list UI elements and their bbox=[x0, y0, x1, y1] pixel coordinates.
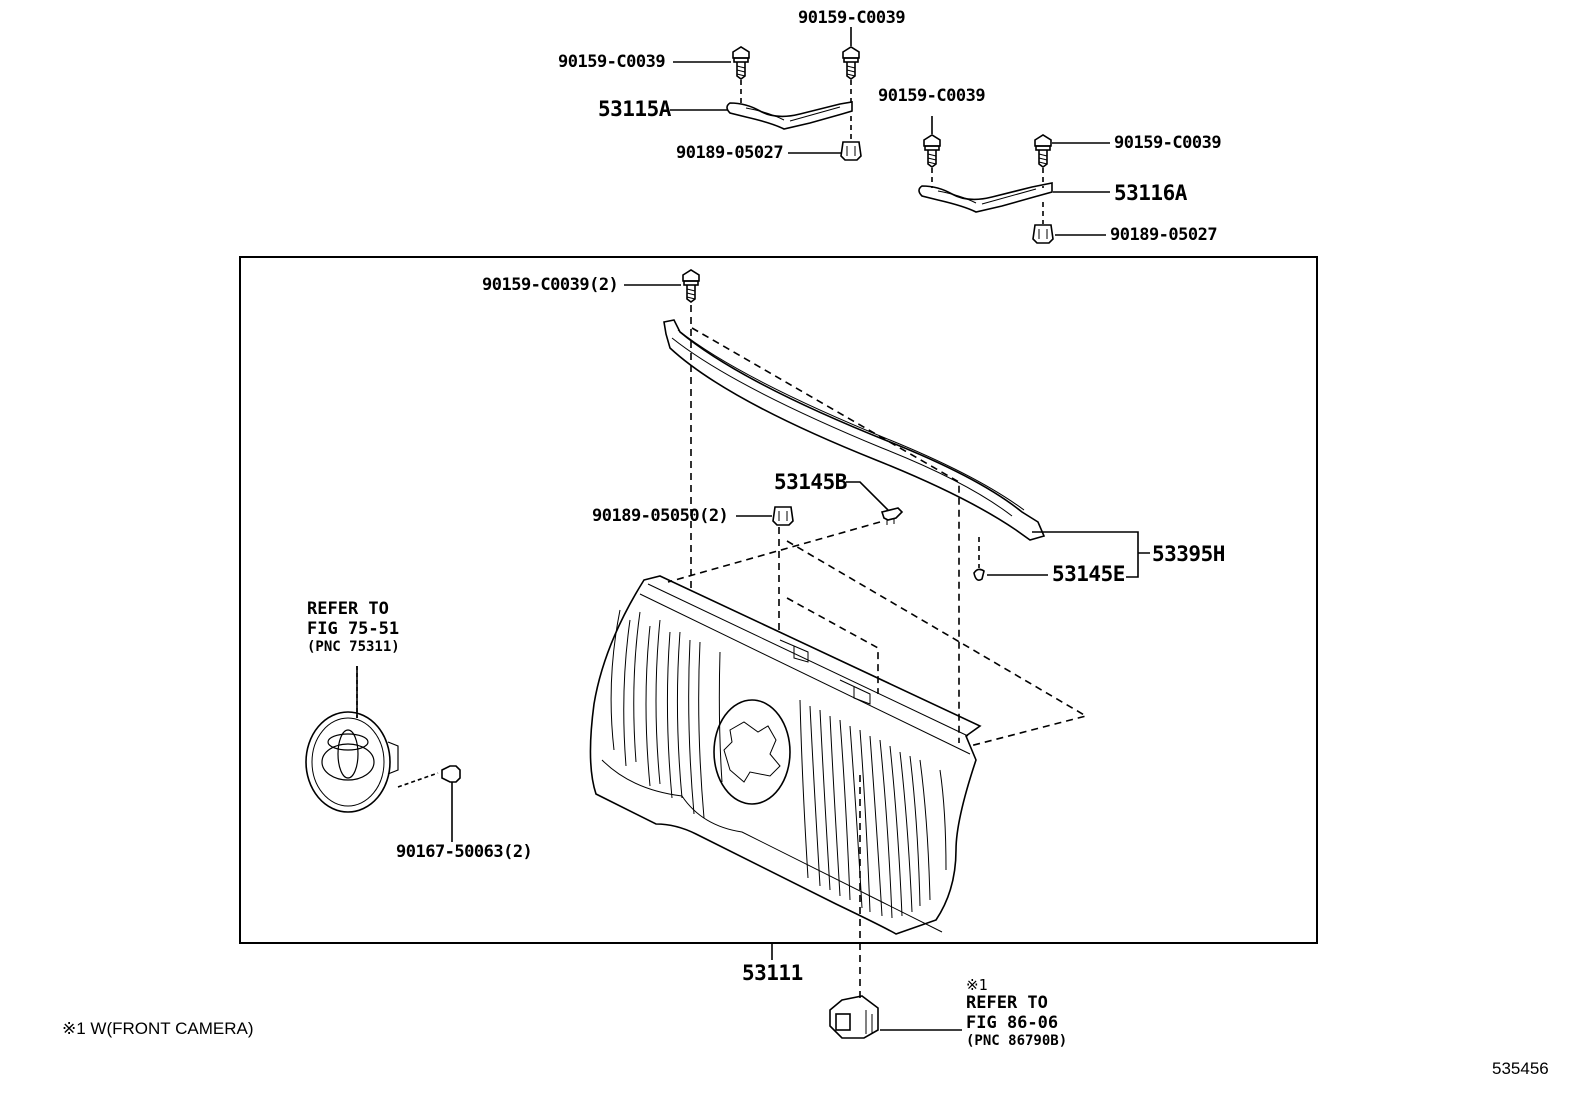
camera-icon bbox=[829, 995, 879, 1039]
clip-icon-53145e bbox=[973, 568, 985, 581]
part-label-53395h: 53395H bbox=[1152, 542, 1225, 566]
reference-pnc: (PNC 86790B) bbox=[966, 1033, 1068, 1050]
part-label-90159-c0039-right: 90159-C0039 bbox=[1114, 133, 1222, 153]
reference-pnc: (PNC 75311) bbox=[307, 639, 400, 656]
bolt-icon-mid bbox=[923, 134, 941, 168]
emblem-shape bbox=[305, 711, 399, 813]
grille-53111-shape bbox=[589, 575, 982, 935]
clip-icon-53145b bbox=[880, 507, 904, 525]
footnote: ※1 W(FRONT CAMERA) bbox=[62, 1019, 254, 1038]
bolt-icon-right bbox=[1034, 134, 1052, 168]
reference-line: REFER TO bbox=[966, 993, 1048, 1014]
part-label-90159-c0039-top-center: 90159-C0039 bbox=[798, 8, 906, 28]
part-label-90189-05027-right: 90189-05027 bbox=[1110, 225, 1218, 245]
nut-icon-left bbox=[840, 141, 862, 161]
bolt-icon-molding bbox=[682, 269, 700, 303]
part-label-53145e: 53145E bbox=[1052, 562, 1125, 586]
emblem-reference: REFER TO FIG 75-51 (PNC 75311) bbox=[307, 599, 400, 656]
part-label-90167-50063-2: 90167-50063(2) bbox=[396, 842, 533, 862]
part-label-90159-c0039-top-left: 90159-C0039 bbox=[558, 52, 666, 72]
part-label-90159-c0039-mid: 90159-C0039 bbox=[878, 86, 986, 106]
screw-icon-emblem bbox=[441, 765, 461, 842]
camera-reference: ※1 REFER TO FIG 86-06 (PNC 86790B) bbox=[966, 976, 1068, 1050]
bracket-53116a-shape bbox=[918, 182, 1053, 213]
nut-icon-right bbox=[1032, 224, 1054, 244]
illustration-number: 535456 bbox=[1492, 1059, 1549, 1078]
part-label-53145b: 53145B bbox=[774, 470, 847, 494]
part-label-53111: 53111 bbox=[742, 961, 803, 985]
reference-line: REFER TO bbox=[307, 599, 389, 619]
nut-icon-grille bbox=[772, 506, 794, 526]
reference-figure: FIG 86-06 bbox=[966, 1012, 1059, 1033]
bolt-icon-top-center bbox=[842, 46, 860, 80]
reference-figure: FIG 75-51 bbox=[307, 618, 400, 639]
part-label-90159-c0039-2: 90159-C0039(2) bbox=[482, 275, 619, 295]
part-label-53115a: 53115A bbox=[598, 97, 671, 121]
part-label-90189-05050-2: 90189-05050(2) bbox=[592, 506, 729, 526]
part-label-53116a: 53116A bbox=[1114, 181, 1187, 205]
assembly-frame bbox=[239, 256, 1318, 944]
part-label-90189-05027-left: 90189-05027 bbox=[676, 143, 784, 163]
reference-mark: ※1 bbox=[966, 976, 988, 994]
bolt-icon-top-left bbox=[732, 46, 750, 80]
bracket-53115a-shape bbox=[726, 101, 853, 130]
